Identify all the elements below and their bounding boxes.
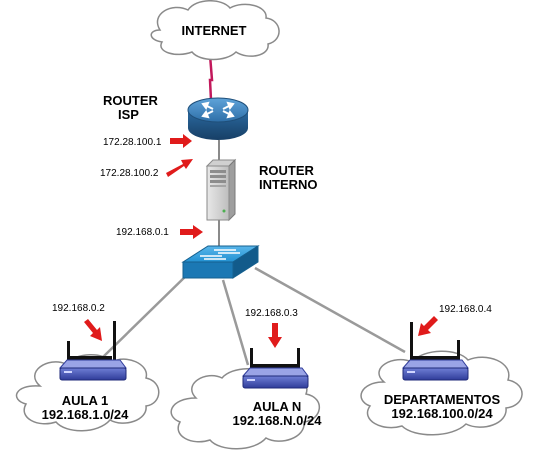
switch xyxy=(181,245,260,279)
departamentos-cloud: DEPARTAMENTOS 192.168.100.0/24 xyxy=(360,350,523,436)
arrows xyxy=(84,134,438,348)
ap-departamentos: 192.168.0.4 xyxy=(401,304,492,381)
server-icon xyxy=(205,158,237,222)
link-switch-to-aula1 xyxy=(102,271,191,358)
cloud-icon xyxy=(150,0,280,61)
arrow-icon xyxy=(170,134,192,148)
internal-router-wan-ip: 172.28.100.2 xyxy=(100,168,159,179)
isp-router-label-line2: ISP xyxy=(118,107,139,122)
links xyxy=(102,54,406,366)
arrow-icon xyxy=(166,159,193,177)
aulan-subnet: 192.168.N.0/24 xyxy=(233,413,323,428)
cloud-icon xyxy=(170,368,320,450)
isp-router: ROUTER ISP 172.28.100.1 xyxy=(103,93,249,148)
link-switch-to-departamentos xyxy=(254,266,406,354)
ap-aulan-ip: 192.168.0.3 xyxy=(245,308,298,319)
ap-aula1-ip: 192.168.0.2 xyxy=(52,303,105,314)
router-icon xyxy=(187,97,249,140)
arrow-icon xyxy=(268,323,282,348)
cloud-icon xyxy=(360,350,523,436)
ap-aulan: 192.168.0.3 xyxy=(241,308,309,389)
internal-router-label-line2: INTERNO xyxy=(259,177,318,192)
switch-icon xyxy=(181,245,260,279)
arrow-icon xyxy=(84,319,102,341)
isp-router-label-line1: ROUTER xyxy=(103,93,159,108)
ap-departamentos-ip: 192.168.0.4 xyxy=(439,304,492,315)
aulan-name: AULA N xyxy=(253,399,302,414)
internal-router-label-line1: ROUTER xyxy=(259,163,315,178)
arrow-icon xyxy=(180,225,203,239)
arrow-icon xyxy=(418,316,438,336)
aula1-name: AULA 1 xyxy=(62,393,108,408)
ap-aula1: 192.168.0.2 xyxy=(52,303,127,381)
internal-router: ROUTER INTERNO 172.28.100.2 192.168.0.1 xyxy=(100,158,318,238)
internal-router-lan-ip: 192.168.0.1 xyxy=(116,227,169,238)
wireless-ap-icon xyxy=(401,322,469,381)
aula1-subnet: 192.168.1.0/24 xyxy=(42,407,130,422)
aulan-cloud: AULA N 192.168.N.0/24 xyxy=(170,368,323,450)
link-switch-to-aulan xyxy=(221,279,250,366)
wireless-ap-icon xyxy=(58,321,127,381)
isp-router-ip: 172.28.100.1 xyxy=(103,137,162,148)
internet-cloud: INTERNET xyxy=(150,0,280,61)
departamentos-subnet: 192.168.100.0/24 xyxy=(391,406,493,421)
wireless-ap-icon xyxy=(241,348,309,389)
departamentos-name: DEPARTAMENTOS xyxy=(384,392,501,407)
internet-label: INTERNET xyxy=(182,23,247,38)
wan-link xyxy=(208,54,214,101)
